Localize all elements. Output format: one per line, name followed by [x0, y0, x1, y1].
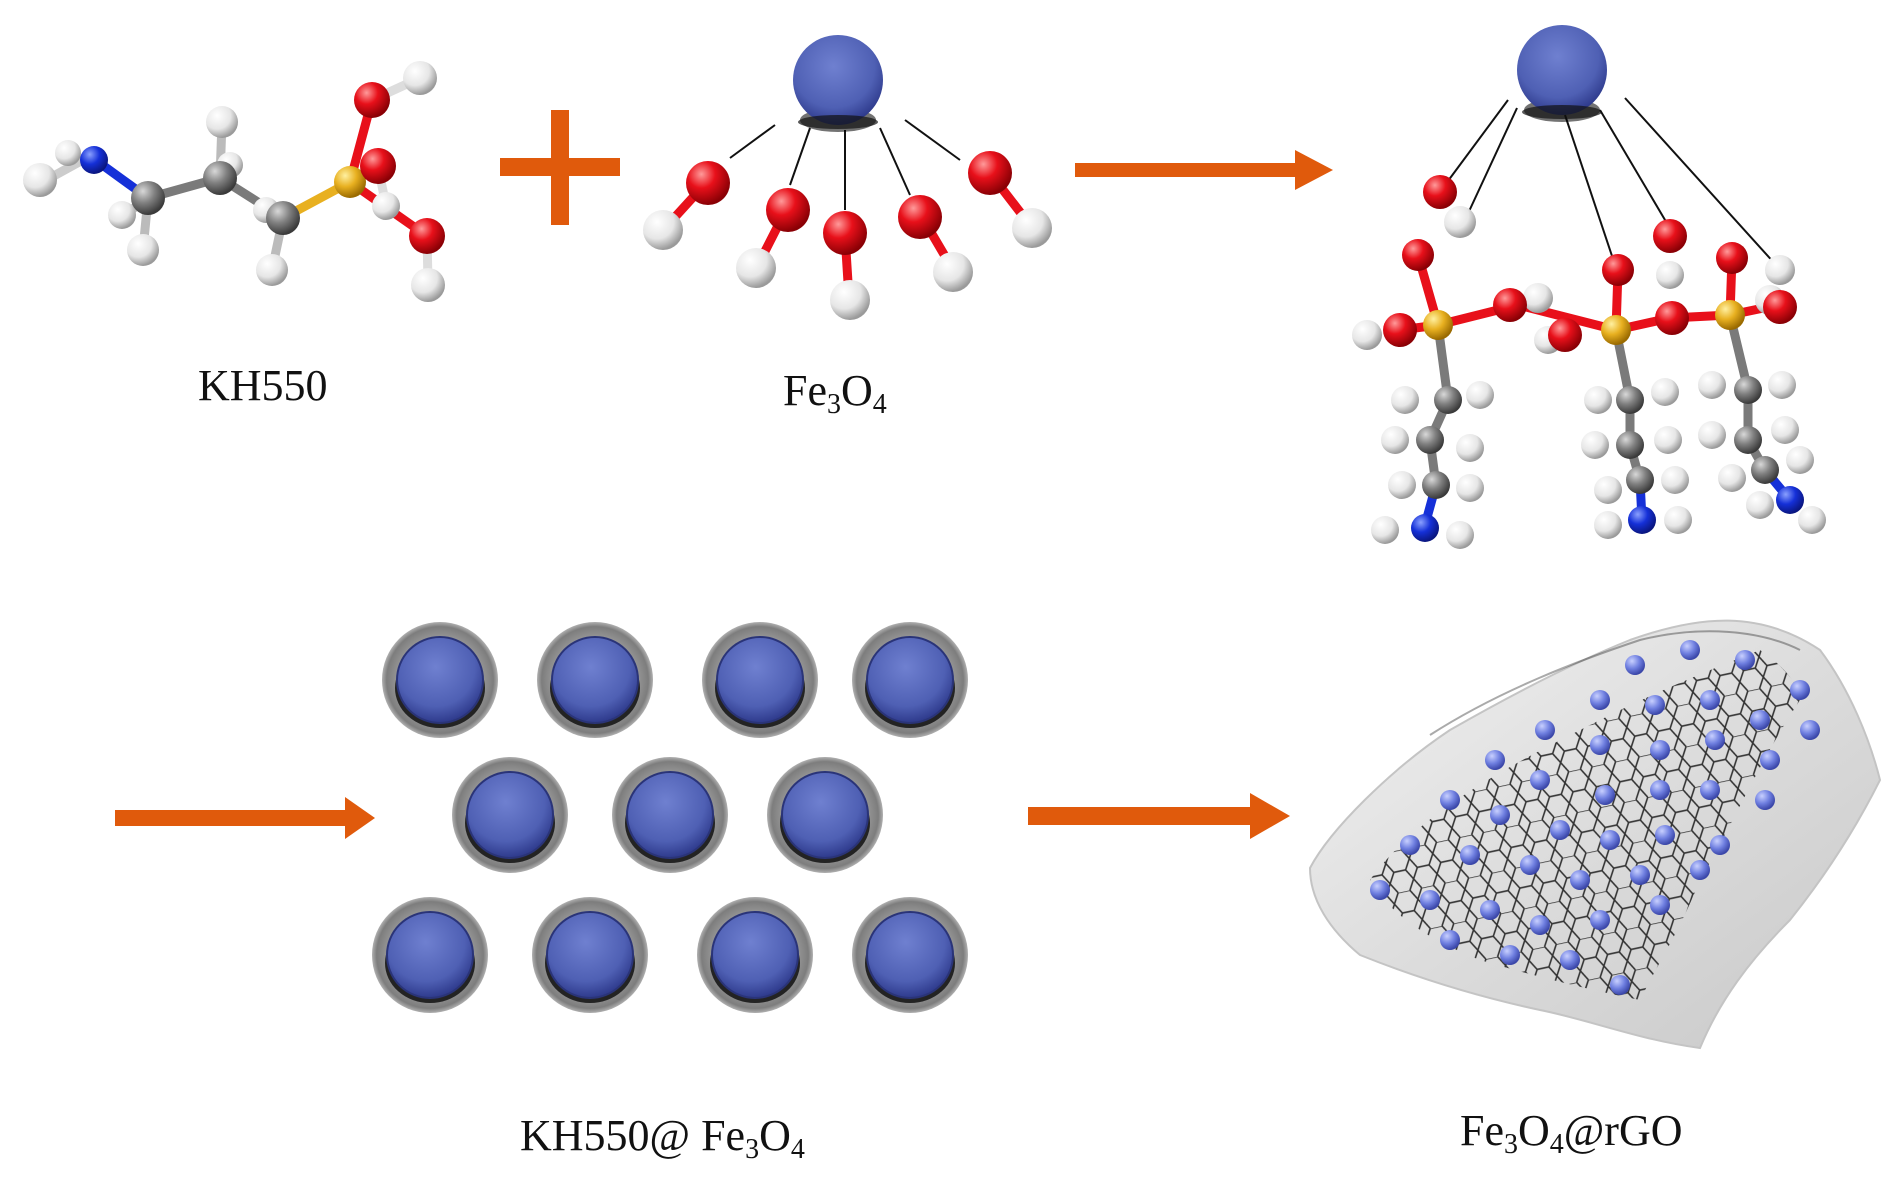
nanoparticle-dot: [1590, 910, 1610, 930]
molecule-icon: [1352, 25, 1826, 549]
nanoparticle-dot: [1680, 640, 1700, 660]
label-fe3o4-rgo: Fe3O4@rGO: [1460, 1106, 1683, 1160]
nanoparticle-icon: [643, 35, 1052, 320]
nanoparticle-dot: [1655, 825, 1675, 845]
nanoparticle-dot: [1630, 865, 1650, 885]
arrow-right-icon: [115, 797, 375, 839]
nanoparticle-dot: [1420, 890, 1440, 910]
nanoparticle-dot: [1800, 720, 1820, 740]
nanoparticle-dot: [1485, 750, 1505, 770]
nanoparticle-icon: [852, 622, 968, 738]
nanoparticle-dot: [1690, 860, 1710, 880]
nanoparticle-icon: [612, 757, 728, 873]
nanoparticle-dot: [1700, 690, 1720, 710]
nanoparticle-dot: [1650, 895, 1670, 915]
nanoparticle-dot: [1645, 695, 1665, 715]
nanoparticle-dot: [1750, 710, 1770, 730]
nanoparticle-icon: [537, 622, 653, 738]
nanoparticle-dot: [1440, 790, 1460, 810]
arrow-right-icon: [1028, 793, 1290, 839]
molecule-icon: [23, 61, 445, 302]
nanoparticle-icon: [452, 757, 568, 873]
nanoparticle-dot: [1400, 835, 1420, 855]
nanoparticle-dot: [1530, 770, 1550, 790]
nanoparticle-icon: [697, 897, 813, 1013]
nanoparticle-dot: [1710, 835, 1730, 855]
nanoparticle-dot: [1595, 785, 1615, 805]
nanoparticle-dot: [1440, 930, 1460, 950]
nanoparticle-dot: [1610, 975, 1630, 995]
nanoparticle-dot: [1650, 780, 1670, 800]
nanoparticle-dot: [1370, 880, 1390, 900]
nanoparticle-dot: [1590, 735, 1610, 755]
nanoparticle-dot: [1550, 820, 1570, 840]
nanoparticle-icon: [852, 897, 968, 1013]
nanoparticle-dot: [1790, 680, 1810, 700]
nanoparticle-dot: [1625, 655, 1645, 675]
label-fe3o4: Fe3O4: [783, 366, 887, 420]
nanoparticle-icon: [767, 757, 883, 873]
nanoparticle-dot: [1460, 845, 1480, 865]
nanoparticle-dot: [1600, 830, 1620, 850]
nanoparticle-dot: [1735, 650, 1755, 670]
nanoparticle-dot: [1570, 870, 1590, 890]
nanoparticle-dot: [1480, 900, 1500, 920]
nanoparticle-icon: [382, 622, 498, 738]
core-shell-particles: [372, 622, 968, 1013]
nanoparticle-icon: [702, 622, 818, 738]
label-kh550: KH550: [198, 361, 328, 410]
nanoparticle-dot: [1530, 915, 1550, 935]
nanoparticle-dot: [1500, 945, 1520, 965]
nanoparticle-dot: [1700, 780, 1720, 800]
nanoparticle-dot: [1590, 690, 1610, 710]
nanoparticle-dot: [1760, 750, 1780, 770]
nanoparticle-dot: [1755, 790, 1775, 810]
nanoparticle-dot: [1520, 855, 1540, 875]
plus-icon: [500, 110, 620, 225]
nanoparticle-icon: [372, 897, 488, 1013]
nanoparticle-icon: [532, 897, 648, 1013]
arrow-right-icon: [1075, 150, 1333, 190]
nanoparticle-dot: [1560, 950, 1580, 970]
nanoparticle-dot: [1535, 720, 1555, 740]
label-kh550-fe3o4: KH550@ Fe3O4: [520, 1111, 805, 1165]
nanoparticle-dot: [1490, 805, 1510, 825]
nanoparticle-dot: [1650, 740, 1670, 760]
graphene-sheet-icon: [1308, 619, 1882, 1050]
nanoparticle-dot: [1705, 730, 1725, 750]
